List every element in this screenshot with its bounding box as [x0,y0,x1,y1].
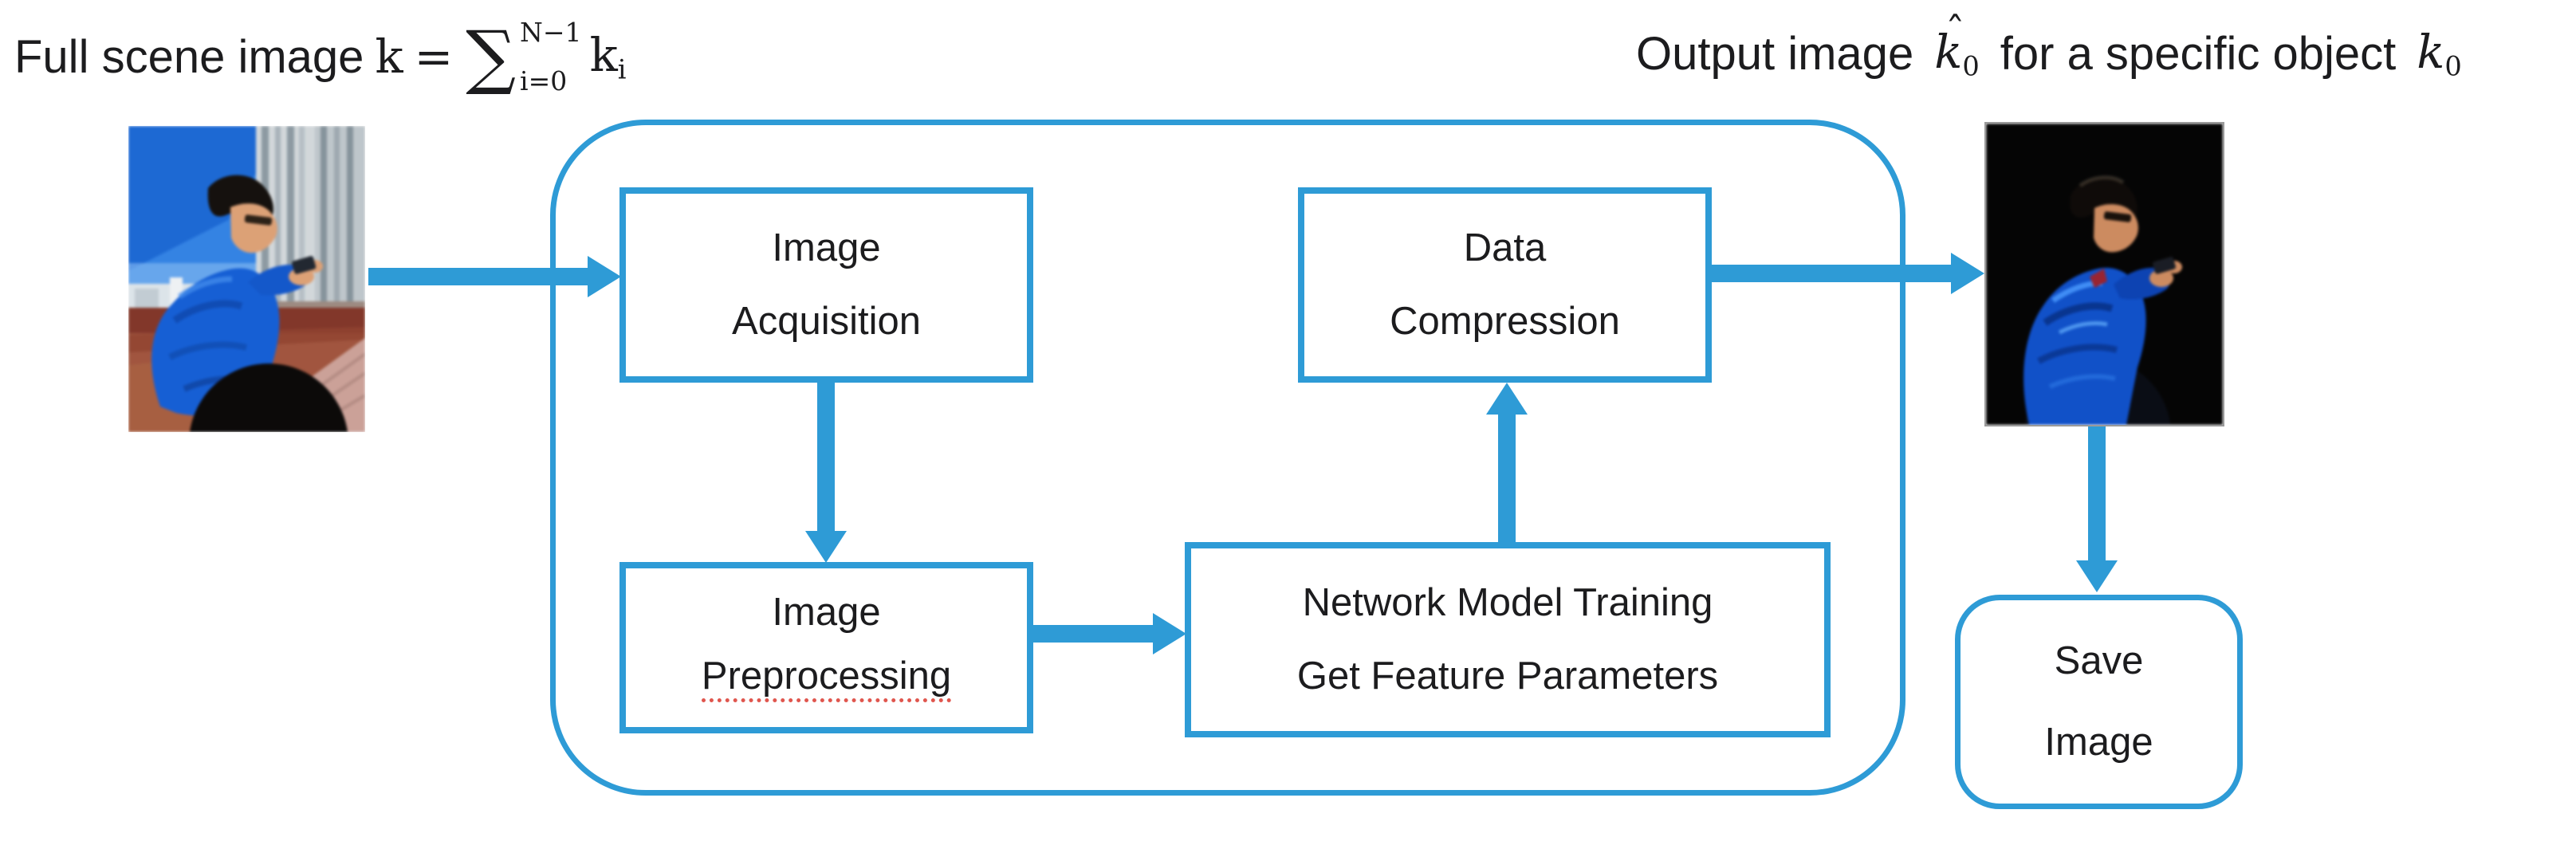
summation-lower-limit: i=0 [520,65,568,97]
formula-k0: k0 [2417,25,2462,82]
node-network-model-training: Network Model Training Get Feature Param… [1185,542,1831,737]
arrowhead [588,256,621,297]
node-label: Save [2054,639,2144,683]
pipeline-container [550,120,1905,796]
node-label: Network Model Training [1302,580,1713,624]
arrow-acquisition-to-preprocessing [817,383,835,533]
node-label-spellchecked: Preprocessing [701,657,952,702]
node-label: Image [772,591,881,634]
formula-ki: ki [589,28,627,85]
object-photo-art [1986,124,2223,425]
node-save-image: Save Image [1955,595,2243,809]
arrowhead [1153,613,1186,654]
title-right-text1: Output image [1636,27,1914,80]
node-data-compression: Data Compression [1298,187,1712,383]
node-label: Data [1463,226,1547,269]
node-label: Image [772,226,881,269]
node-label: Compression [1390,300,1620,344]
formula-equals: = [414,29,454,84]
output-photo-object [1984,122,2224,426]
arrow-compression-to-output [1712,265,1953,282]
arrowhead [1951,253,1984,294]
arrow-network-to-compression [1498,413,1516,544]
node-image-acquisition: Image Acquisition [619,187,1033,383]
node-label: Image [2044,720,2153,764]
title-full-scene-formula: Full scene image k = ∑ N−1 i=0 ki [14,13,626,100]
title-left-text: Full scene image [14,30,364,83]
node-label: Get Feature Parameters [1296,654,1719,698]
formula-k: k [375,29,403,84]
arrowhead [1486,383,1528,415]
arrow-preprocessing-to-network [1033,625,1154,643]
summation-upper-limit: N−1 [520,17,582,48]
arrow-output-to-save [2088,426,2106,564]
arrow-input-to-acquisition [368,268,589,285]
full-scene-photo-art [128,126,365,432]
arrowhead [2076,560,2118,592]
summation-symbol: ∑ N−1 i=0 [466,15,582,97]
input-photo-full-scene [128,126,365,432]
title-right-text2: for a specific object [2000,27,2397,80]
node-image-preprocessing: Image Preprocessing [619,562,1033,733]
node-label: Acquisition [732,300,921,344]
arrowhead [805,531,847,563]
